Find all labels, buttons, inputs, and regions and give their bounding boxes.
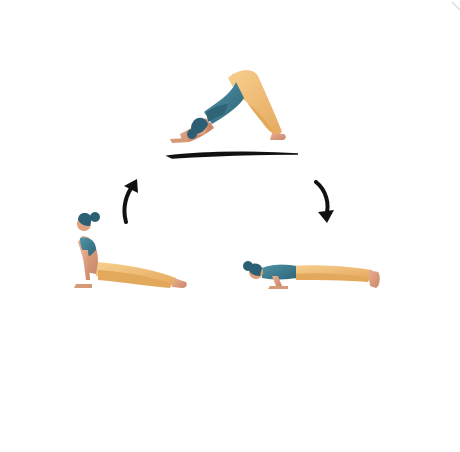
arrow-up-left-icon bbox=[122, 179, 138, 224]
upward-dog-figure bbox=[74, 212, 187, 288]
downward-dog-figure bbox=[170, 70, 286, 143]
mat-stroke bbox=[165, 151, 299, 159]
arrow-down-right-icon bbox=[314, 180, 334, 223]
corner-mark bbox=[451, 1, 460, 11]
chaturanga-figure bbox=[243, 261, 380, 289]
